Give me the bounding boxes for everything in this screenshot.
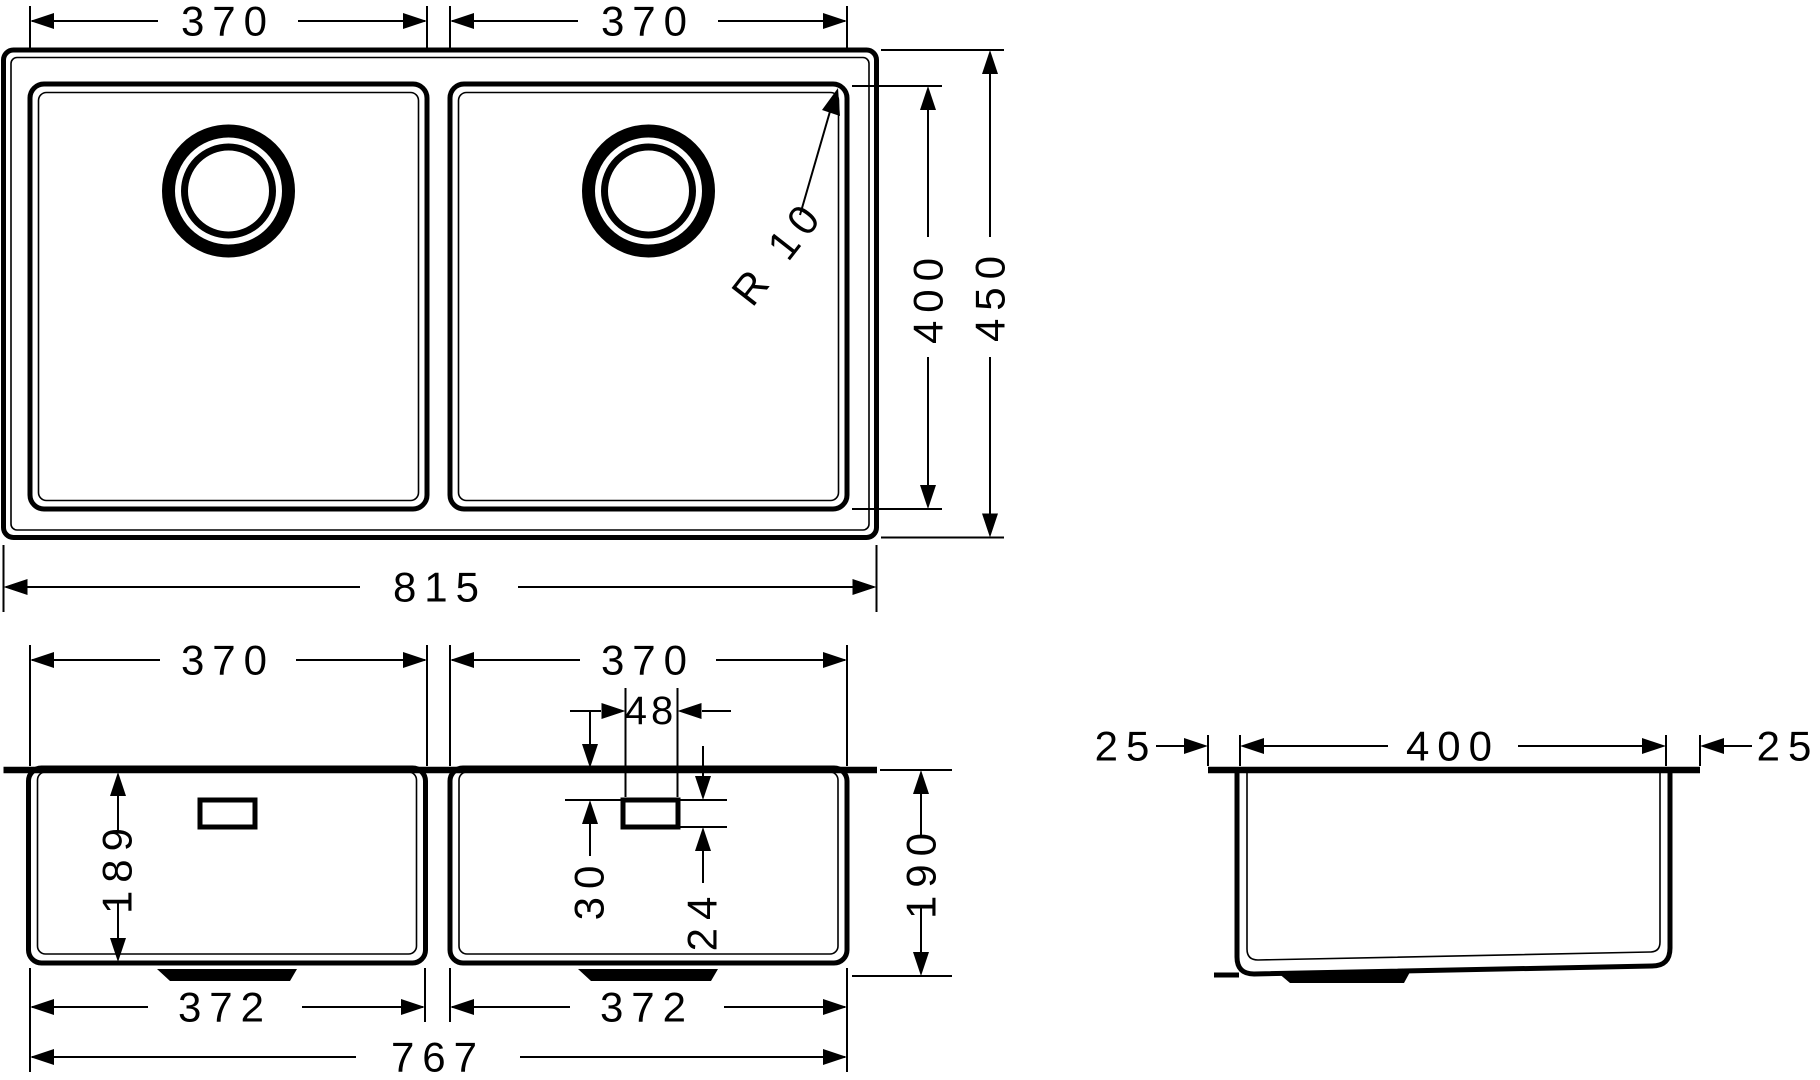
dim-side-flange-left: 25 <box>1095 723 1208 770</box>
dim-label: 189 <box>94 820 141 914</box>
dim-top-outer-depth: 450 <box>881 49 1014 539</box>
left-drain-inner-ring <box>181 143 276 239</box>
dim-label: 372 <box>178 984 272 1031</box>
dim-front-bowl1-depth: 189 <box>94 772 141 962</box>
front-left-bowl <box>26 765 428 966</box>
side-view: 25 400 25 <box>1095 723 1820 983</box>
front-left-bowl-inner <box>36 771 418 955</box>
dim-label: 370 <box>601 0 695 45</box>
dim-front-bowl1-bottom-width: 372 <box>29 968 426 1072</box>
dim-front-overflow-width: 48 <box>570 688 731 797</box>
front-right-drain-fitting <box>578 969 718 981</box>
dim-front-overflow-height: 24 <box>679 746 727 952</box>
dim-label: 815 <box>393 564 487 611</box>
right-drain-outer-ring <box>582 124 715 258</box>
dim-front-bowl2-depth: 190 <box>852 769 952 977</box>
left-drain-outer-ring <box>162 124 295 258</box>
top-view-rim-inner-edge <box>10 56 870 531</box>
top-view-right-bowl-inner-edge <box>457 91 840 502</box>
top-view: 370 370 R 10 400 <box>1 0 1014 612</box>
front-right-bowl <box>447 765 850 966</box>
front-left-drain-fitting <box>157 969 297 981</box>
top-view-left-bowl <box>27 81 430 512</box>
dim-label: 400 <box>1406 723 1500 770</box>
dim-label: 450 <box>967 248 1014 342</box>
dim-label: 400 <box>905 250 952 344</box>
front-right-overflow <box>620 797 681 830</box>
dim-top-bowl-depth: 400 <box>852 85 952 510</box>
dim-label: 190 <box>898 825 945 919</box>
dim-front-bowl2-width: 370 <box>449 637 848 766</box>
dim-label: 25 <box>1095 723 1158 770</box>
dim-top-bowl2-width: 370 <box>449 0 848 50</box>
side-bowl-inner-edge <box>1246 772 1661 961</box>
dim-label: 767 <box>391 1034 485 1080</box>
dim-label: R 10 <box>722 190 833 314</box>
dim-label: 30 <box>566 858 613 921</box>
dim-label: 370 <box>181 637 275 684</box>
dim-front-bowl2-bottom-width: 372 <box>449 968 848 1072</box>
side-bowl-outline <box>1234 772 1673 977</box>
top-view-left-bowl-inner-edge <box>37 91 420 502</box>
dim-top-bowl1-width: 370 <box>29 0 428 50</box>
top-view-outer-rim <box>1 47 879 540</box>
dim-label: 25 <box>1757 723 1820 770</box>
dim-label: 372 <box>600 984 694 1031</box>
dim-front-bowl1-width: 370 <box>29 637 428 766</box>
side-extension-lines <box>1207 735 1701 766</box>
dim-label: 24 <box>679 889 726 952</box>
dim-side-flange-right: 25 <box>1700 723 1820 770</box>
right-drain-inner-ring <box>601 143 696 239</box>
front-view: 370 370 48 30 <box>3 637 952 1080</box>
dim-label: 48 <box>625 689 678 733</box>
side-drain-fitting <box>1277 972 1410 983</box>
dim-label: 370 <box>181 0 275 45</box>
front-left-overflow <box>197 797 258 830</box>
dim-top-overall-width: 815 <box>2 545 878 612</box>
dim-corner-radius: R 10 <box>722 88 840 314</box>
dim-front-overall-bottom-width: 767 <box>30 1034 847 1080</box>
front-right-bowl-inner <box>458 771 839 955</box>
dim-label: 370 <box>601 637 695 684</box>
dim-side-bowl-length: 400 <box>1240 723 1666 770</box>
dim-front-overflow-top-offset: 30 <box>565 711 622 920</box>
top-view-right-bowl <box>447 81 850 512</box>
